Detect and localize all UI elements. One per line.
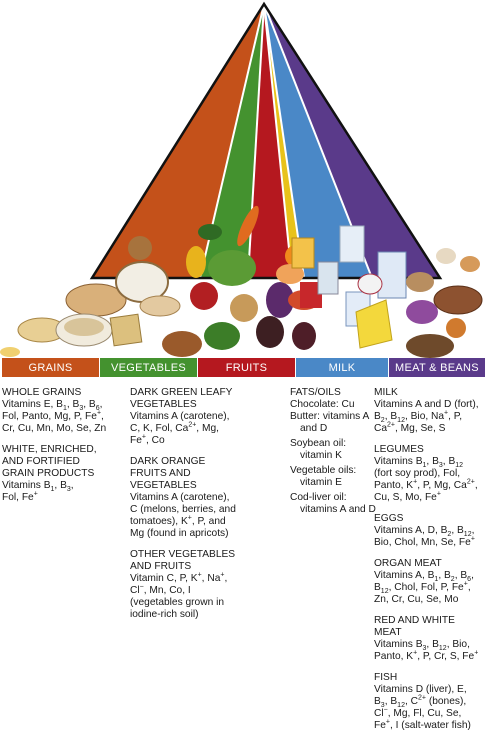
milk-meat-column: Milk Vitamins A and D (fort), B2, B12, B… bbox=[374, 387, 486, 741]
dark-orange-heading-1: Dark orange bbox=[130, 456, 206, 467]
enriched-grains-heading-1: White, enriched, bbox=[2, 444, 97, 455]
dark-orange-block: Dark orange fruits and vegetables Vitami… bbox=[130, 456, 280, 540]
food-pyramid-illustration bbox=[0, 1, 483, 358]
organ-meat-block: Organ meat Vitamins A, B1, B2, B6, B12, … bbox=[374, 558, 486, 606]
band-vegetables: Vegetables bbox=[100, 358, 197, 377]
cracker-icon bbox=[109, 313, 143, 347]
vegetables-column: Dark green leafy vegetables Vitamins A (… bbox=[130, 387, 280, 630]
other-veg-block: Other vegetables and fruits Vitamin C, P… bbox=[130, 549, 280, 621]
tomato-icon bbox=[190, 282, 218, 310]
enriched-grains-heading-2: and fortified bbox=[2, 456, 80, 467]
yogurt-icon bbox=[357, 273, 383, 295]
lettuce-icon bbox=[208, 250, 256, 286]
enriched-grains-heading-3: grain products bbox=[2, 468, 95, 479]
fats-oils-heading: Fats/oils bbox=[290, 387, 341, 398]
eggs-icon bbox=[436, 248, 456, 264]
dark-green-heading-2: vegetables bbox=[130, 399, 197, 410]
milk-glass-icon bbox=[339, 225, 365, 263]
band-meat-and-beans: Meat & Beans bbox=[389, 358, 485, 377]
fruits-stripe bbox=[248, 4, 292, 278]
potato-icon bbox=[162, 331, 202, 357]
legumes-heading: Legumes bbox=[374, 444, 424, 455]
fish-icon bbox=[406, 334, 454, 358]
fish-block: Fish Vitamins D (liver), E, B3, B12, C2+… bbox=[374, 672, 486, 732]
dark-orange-heading-3: vegetables bbox=[130, 480, 197, 491]
milk-heading: Milk bbox=[374, 387, 398, 398]
band-grains: Grains bbox=[2, 358, 99, 377]
pasta-icon bbox=[0, 347, 20, 357]
grapes-icon bbox=[266, 282, 294, 318]
band-milk: Milk bbox=[296, 358, 388, 377]
organ-meat-heading: Organ meat bbox=[374, 558, 442, 569]
steak-icon bbox=[433, 285, 483, 315]
enriched-grains-nutrients: Vitamins B1, B3, bbox=[2, 480, 74, 494]
milk-block: Milk Vitamins A and D (fort), B2, B12, B… bbox=[374, 387, 486, 435]
beans-icon bbox=[406, 300, 438, 324]
eggs-heading: Eggs bbox=[374, 513, 404, 524]
fats-oils-column: Fats/oils Chocolate: Cu Butter: vitamins… bbox=[290, 387, 376, 515]
milk-carton-icon bbox=[377, 251, 407, 299]
whole-grains-heading: Whole grains bbox=[2, 387, 82, 398]
eggs-block: Eggs Vitamins A, D, B2, B12, Bio, Chol, … bbox=[374, 513, 486, 549]
dark-green-block: Dark green leafy vegetables Vitamins A (… bbox=[130, 387, 280, 447]
legumes-block: Legumes Vitamins B1, B3, B12 (fort soy p… bbox=[374, 444, 486, 504]
other-veg-heading-2: and fruits bbox=[130, 561, 192, 572]
whole-grains-nutrients: Vitamins E, B1, B3, B6, bbox=[2, 399, 103, 413]
red-white-meat-heading-1: Red and white bbox=[374, 615, 455, 626]
dark-orange-heading-2: fruits and bbox=[130, 468, 191, 479]
other-veg-heading-1: Other vegetables bbox=[130, 549, 236, 560]
grains-column: Whole grains Vitamins E, B1, B3, B6, Fol… bbox=[2, 387, 120, 513]
red-white-meat-block: Red and white meat Vitamins B3, B12, Bio… bbox=[374, 615, 486, 663]
broccoli-icon bbox=[204, 322, 240, 350]
dark-green-heading-1: Dark green leafy bbox=[130, 387, 233, 398]
carrot-icon bbox=[237, 205, 259, 247]
cheese-icon bbox=[355, 299, 393, 349]
pepper-icon bbox=[186, 246, 206, 278]
band-fruits: Fruits bbox=[198, 358, 295, 377]
red-white-meat-heading-2: meat bbox=[374, 627, 402, 638]
enriched-grains-block: White, enriched, and fortified grain pro… bbox=[2, 444, 120, 504]
pyramid-outline bbox=[89, 1, 443, 280]
peach-can-icon bbox=[276, 264, 304, 284]
food-items bbox=[0, 205, 483, 358]
whole-grains-block: Whole grains Vitamins E, B1, B3, B6, Fol… bbox=[2, 387, 120, 435]
fish-heading: Fish bbox=[374, 672, 398, 683]
raisins-box-icon bbox=[300, 282, 322, 308]
